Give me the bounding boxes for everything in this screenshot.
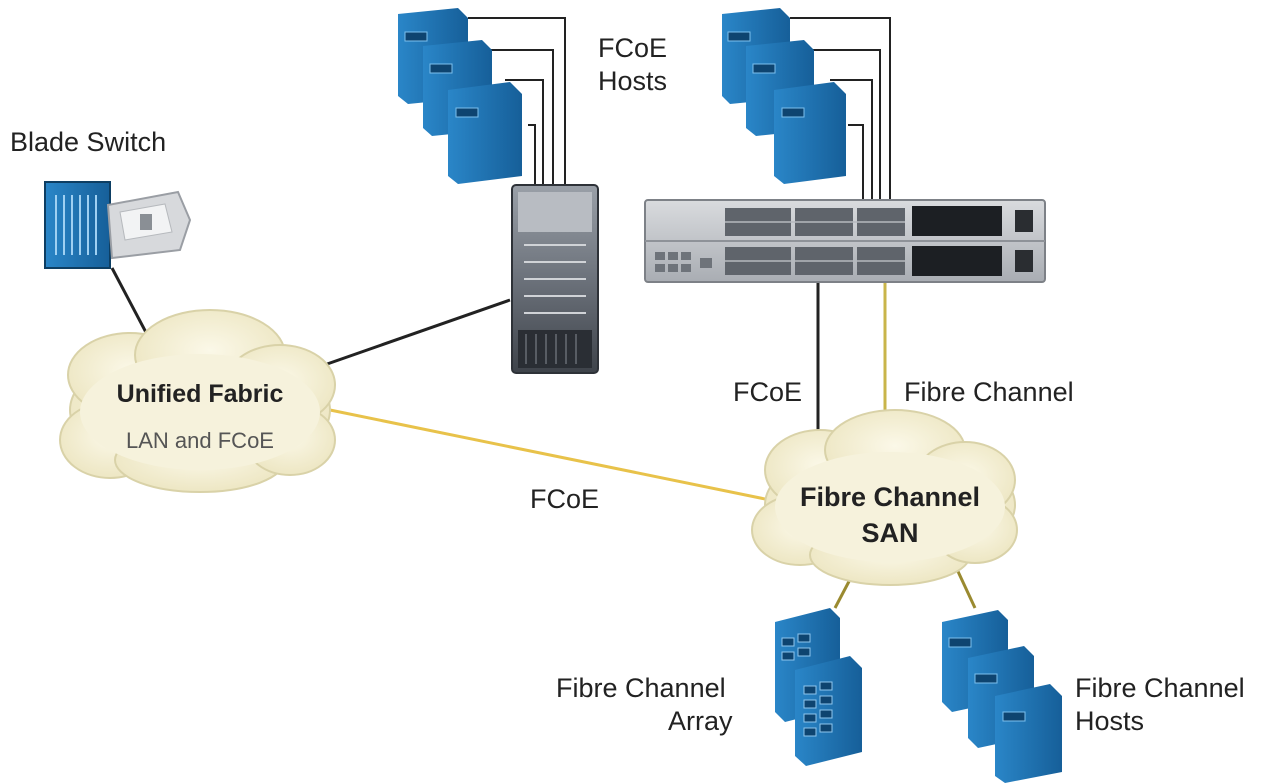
fc-array-label-line2: Array	[668, 706, 733, 736]
link-san-to-fc-hosts	[953, 564, 977, 609]
fcoe-switch-icon	[644, 199, 1046, 283]
link-unified-to-core	[309, 298, 511, 372]
blade-switch-icon	[44, 181, 192, 269]
fc-array-icon	[775, 608, 862, 766]
fc-hosts-label-line1: Fibre Channel	[1075, 673, 1245, 703]
fc-san-title-line2: SAN	[861, 518, 919, 548]
unified-fabric-title: Unified Fabric	[116, 380, 284, 408]
fcoe-link-label-horizontal: FCoE	[530, 484, 600, 514]
link-blade-to-unified	[110, 267, 152, 341]
core-switch-chassis-icon	[511, 184, 599, 374]
fcoe-link-label-vertical: FCoE	[733, 377, 803, 407]
fcoe-hosts-label-line1: FCoE	[598, 33, 668, 63]
server-tower-icon	[995, 684, 1062, 783]
fcoe-hosts-label-line2: Hosts	[598, 66, 668, 96]
fc-san-title-line1: Fibre Channel	[799, 482, 981, 512]
server-tower-icon	[448, 82, 522, 184]
fibre-channel-link-label: Fibre Channel	[904, 377, 1074, 407]
fc-hosts	[942, 610, 1062, 783]
fc-hosts-label-line2: Hosts	[1075, 706, 1145, 736]
unified-fabric-subtitle: LAN and FCoE	[126, 428, 274, 453]
blade-switch-label: Blade Switch	[10, 127, 167, 157]
host-cables-left	[468, 17, 566, 190]
fcoe-hosts-left	[398, 8, 522, 184]
server-tower-icon	[774, 82, 846, 184]
fc-array-label-line1: Fibre Channel	[556, 673, 726, 703]
link-fcoe-unified-to-san	[329, 408, 771, 502]
host-cables-right	[790, 17, 891, 205]
fcoe-hosts-right	[722, 8, 846, 184]
